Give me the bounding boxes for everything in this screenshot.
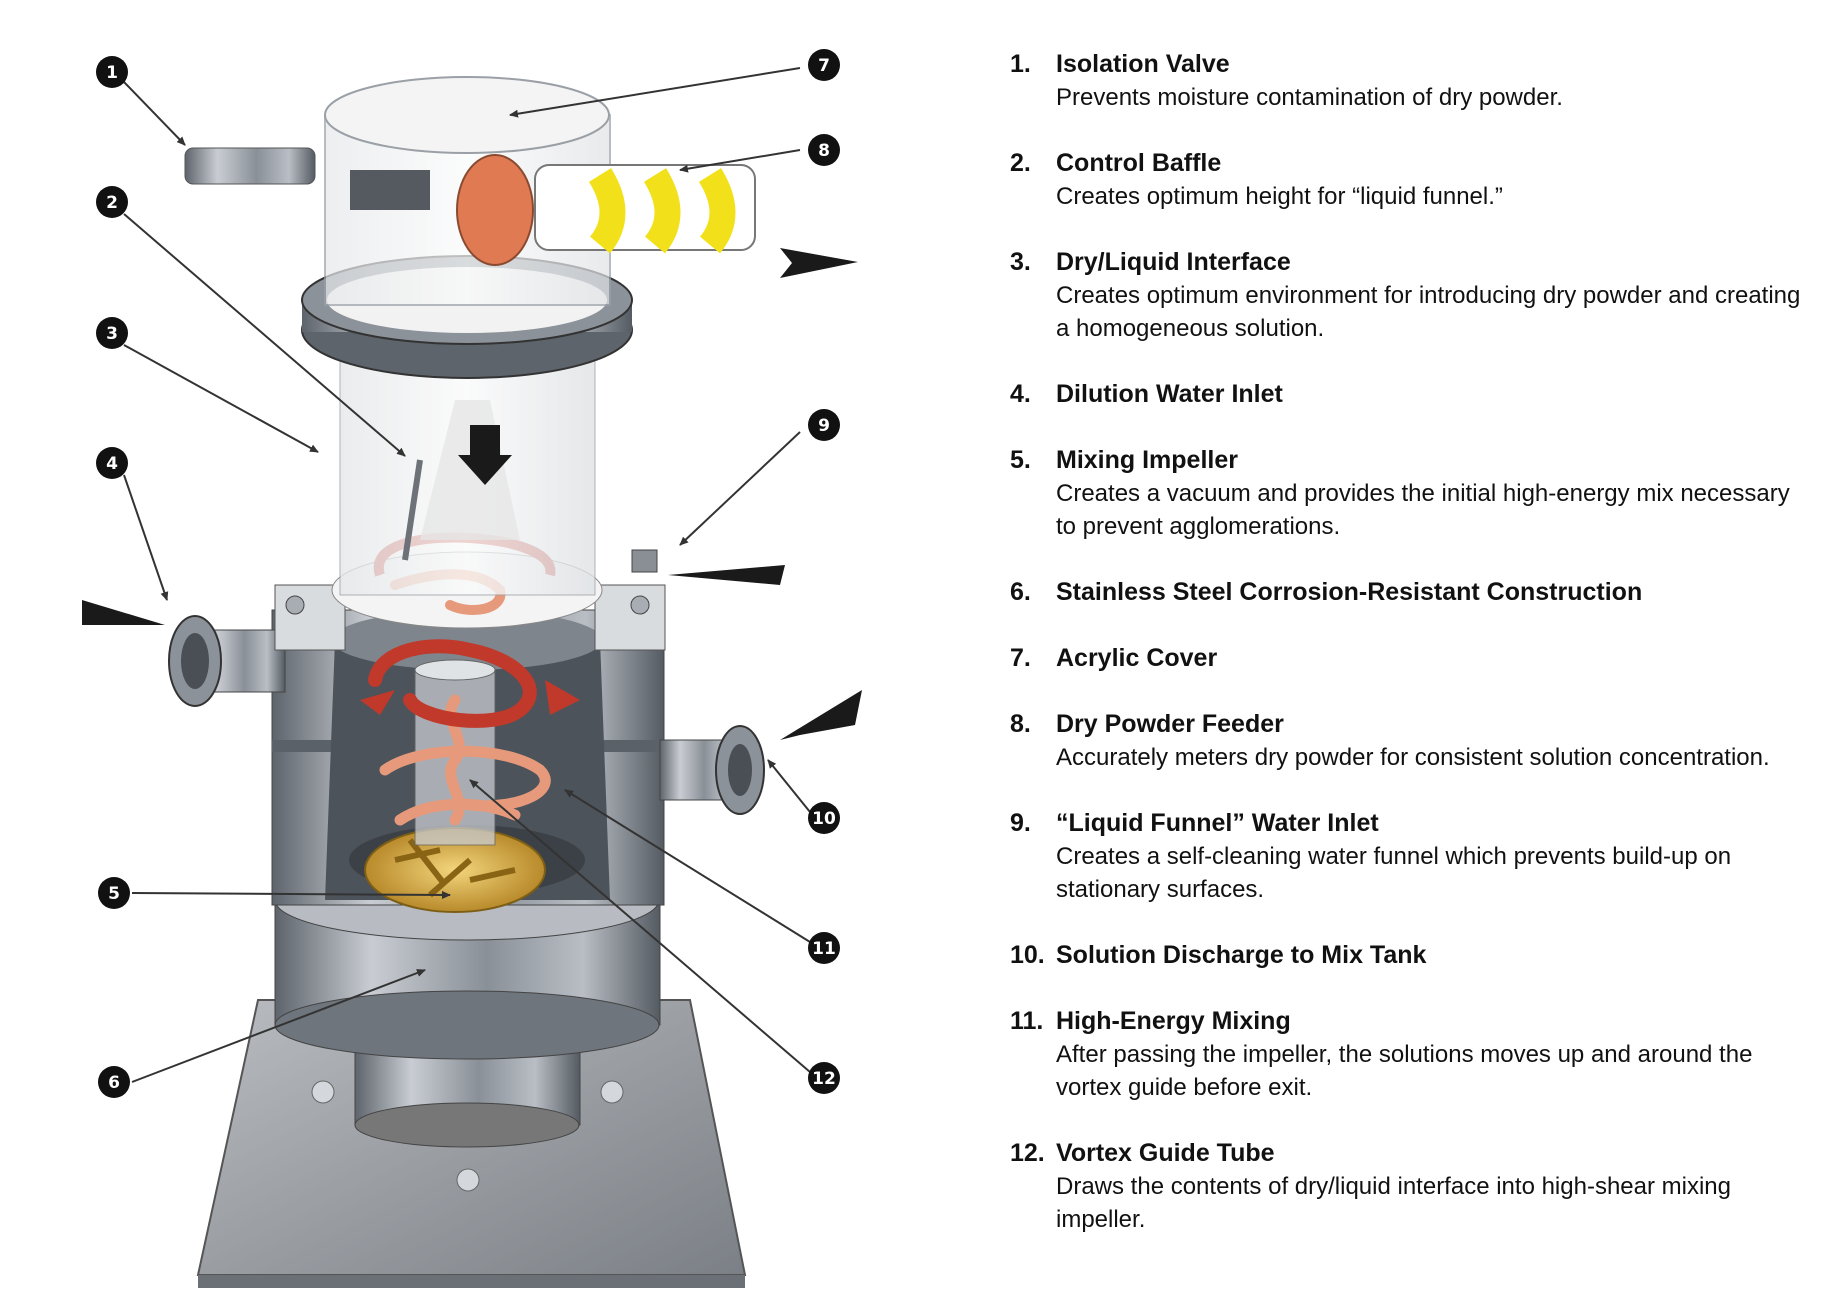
svg-text:8: 8 [818,141,830,161]
discharge-arrow [780,690,862,740]
svg-text:3: 3 [106,324,118,344]
powder-down-arrow [458,425,512,485]
legend-title: Dry/Liquid Interface [1056,248,1291,276]
legend-num: 9. [1010,809,1031,837]
legend-desc: Accurately meters dry powder for consist… [1056,744,1770,771]
legend-title: Dilution Water Inlet [1056,380,1283,408]
mixer-cutaway-diagram: 1 2 3 4 5 6 7 8 9 10 11 12 [82,49,862,1288]
clamp-blocks [274,584,666,651]
legend-num: 4. [1010,380,1031,408]
leader-lines [123,67,811,1083]
svg-text:1: 1 [106,63,118,83]
legend-item-10: 10. Solution Discharge to Mix Tank [1010,939,1810,972]
svg-text:5: 5 [108,884,120,904]
legend-title: Isolation Valve [1056,50,1230,78]
funnel-water-arrow [668,565,785,585]
legend-title: Acrylic Cover [1056,644,1218,672]
dilution-water-inlet [168,615,286,707]
legend-title: Mixing Impeller [1056,446,1238,474]
svg-text:9: 9 [818,416,830,436]
mixing-impeller [364,827,546,913]
legend-title: Vortex Guide Tube [1056,1139,1275,1167]
isolation-valve [184,147,534,266]
acrylic-column [339,354,596,596]
legend-num: 6. [1010,578,1031,606]
legend-num: 7. [1010,644,1031,672]
legend-title: Solution Discharge to Mix Tank [1056,941,1427,969]
legend-title: Dry Powder Feeder [1056,710,1284,738]
legend-desc: Creates optimum environment for introduc… [1056,282,1801,342]
legend-num: 10. [1010,941,1045,969]
legend-desc: Draws the contents of dry/liquid interfa… [1056,1173,1731,1233]
svg-text:10: 10 [812,809,836,829]
legend-num: 3. [1010,248,1031,276]
legend-title: Stainless Steel Corrosion-Resistant Cons… [1056,578,1643,606]
callout-2: 2 [96,186,128,218]
solution-discharge-outlet [659,725,765,815]
callout-4: 4 [96,447,128,479]
legend-num: 12. [1010,1139,1045,1167]
legend-desc: Creates a self-cleaning water funnel whi… [1056,843,1732,903]
legend-item-7: 7. Acrylic Cover [1010,642,1810,675]
legend-num: 5. [1010,446,1031,474]
svg-text:12: 12 [812,1069,836,1089]
callout-7: 7 [808,49,840,81]
legend-item-6: 6. Stainless Steel Corrosion-Resistant C… [1010,576,1810,609]
legend-title: Control Baffle [1056,149,1222,177]
legend-desc: After passing the impeller, the solution… [1056,1041,1753,1101]
dry-powder-feeder [534,164,756,254]
callout-11: 11 [808,932,840,964]
svg-text:7: 7 [818,56,830,76]
callout-1: 1 [96,56,128,88]
funnel-water-nozzle [631,549,658,573]
legend-num: 11. [1010,1007,1044,1035]
legend-num: 2. [1010,149,1031,177]
callout-12: 12 [808,1062,840,1094]
legend-desc: Creates optimum height for “liquid funne… [1056,183,1503,210]
callout-3: 3 [96,317,128,349]
svg-text:2: 2 [106,193,118,213]
legend-desc: Creates a vacuum and provides the initia… [1056,480,1790,540]
legend-item-4: 4. Dilution Water Inlet [1010,378,1810,411]
svg-text:6: 6 [108,1073,120,1093]
svg-text:4: 4 [106,454,118,474]
legend-title: “Liquid Funnel” Water Inlet [1056,809,1379,837]
callout-8: 8 [808,134,840,166]
legend-num: 1. [1010,50,1031,78]
legend-desc: Prevents moisture contamination of dry p… [1056,84,1563,111]
callout-10: 10 [808,802,840,834]
callout-5: 5 [98,877,130,909]
flow-arrows [82,248,862,740]
powder-in-arrow [780,248,858,278]
callout-6: 6 [98,1066,130,1098]
callout-9: 9 [808,409,840,441]
legend-num: 8. [1010,710,1031,738]
water-in-arrow [82,600,165,625]
legend-title: High-Energy Mixing [1056,1007,1291,1035]
svg-text:11: 11 [812,939,836,959]
